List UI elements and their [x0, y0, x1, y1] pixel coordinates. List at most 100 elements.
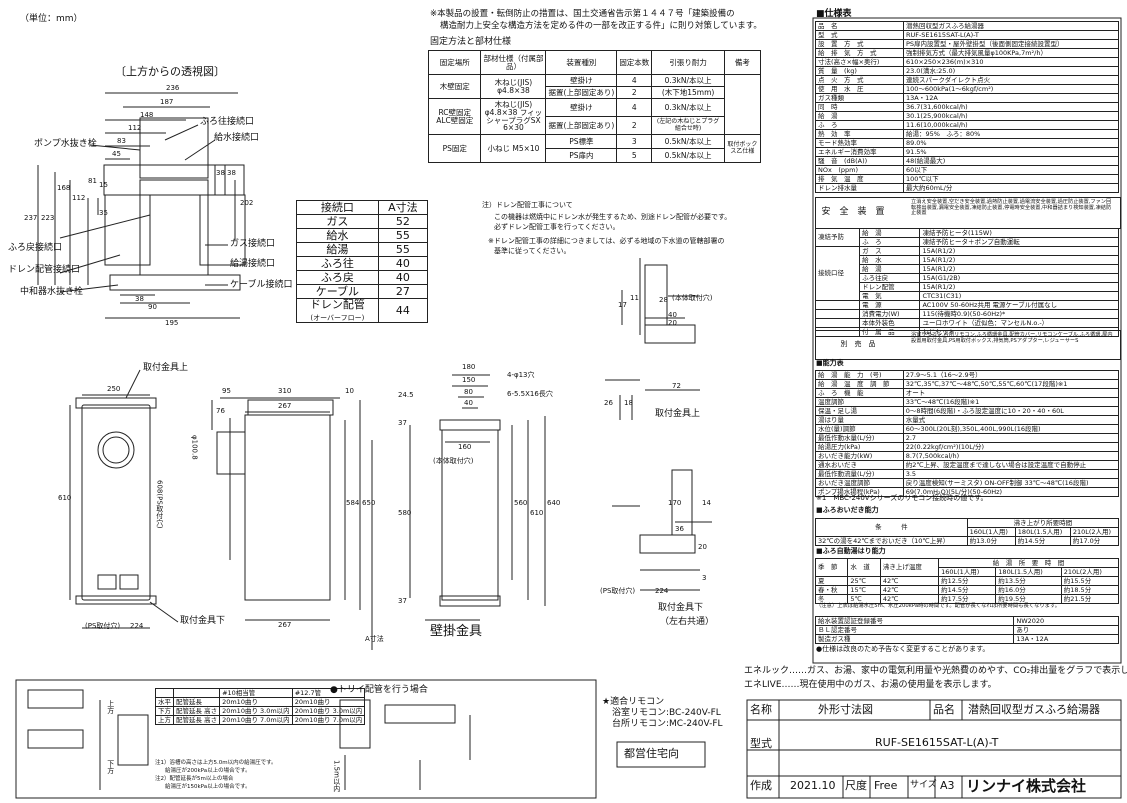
spec-cell: 騒 音 (dB(A))	[815, 156, 904, 166]
dim-112b: 112	[72, 194, 86, 202]
spec-row: 質 量 (kg)23.0(満水:25.0)	[815, 66, 1120, 76]
perf-title: ■能力表	[816, 359, 844, 367]
cert-cell: ＢＬ認定番号	[814, 625, 1015, 635]
spec2-row: 凍結予防給 湯凍結予防ヒータ(115W)	[814, 228, 1119, 247]
auto-cell: 約18.5分	[1060, 585, 1120, 595]
spec-cell: エネルギー消費効率	[815, 147, 904, 157]
spec-cell: 点 火 方 式	[815, 75, 904, 85]
perf-row: 通水おいだき約2℃上昇、設定温度まで達しない場合は設定温度で自動停止	[815, 460, 1120, 470]
auto-cell: 42℃	[879, 576, 940, 586]
safety-block: 安 全 装 置 立消え安全装置,空だき安全装置,過熱防止装置,過電流安全装置,過…	[815, 197, 1121, 229]
perf-footnote: ※1 MBC-240Vシリーズのリモコン接続時の値です。	[816, 494, 988, 502]
perf-cell: おいだき能力(kW)	[815, 451, 904, 461]
auto-cell: 約21.5分	[1060, 594, 1120, 604]
oidaki-sub-1: 160L(1人用)	[966, 527, 1016, 537]
drain-note-3: 必ずドレン配管工事を行ってください。	[494, 223, 620, 231]
perf-row: ポンプ揚水揚程(kPa)69(7.0mH₂O)(5L/分)(50-60Hz)	[815, 487, 1120, 497]
front-dim-ps-hole: 608(PS取付穴)	[155, 480, 164, 529]
safety-label: 安 全 装 置	[821, 207, 885, 217]
spec-cell: 23.0(満水:25.0)	[902, 66, 1120, 76]
spec-cell: 36.7(31,600kcal/h)	[902, 102, 1120, 112]
install-note-line1: ※本製品の設置・転倒防止の措置は、国土交通省告示第１４４７号「建築設備の	[430, 9, 735, 19]
auto-sub-2: 180L(1.5人用)	[995, 567, 1062, 577]
perf-row: おいだき温度調節戻り温度検知(サーミスタ) ON-OFF制御 33℃〜48℃(1…	[815, 478, 1120, 488]
fix-place-ps: PS固定	[427, 134, 482, 163]
spec-cell: 89.0%	[902, 138, 1120, 148]
fix-place-wood: 木壁固定	[427, 74, 482, 99]
auto-sub-3: 210L(2人用)	[1060, 567, 1120, 577]
detail-body-hole: (本体取付穴)	[672, 294, 713, 302]
spec-row: 寸法(高さ×幅×奥行)610×250×236(ｍ)×310	[815, 57, 1120, 67]
spec-cell: モード熱効率	[815, 138, 904, 148]
perf-cell: 給 湯 温 度 調 節	[815, 379, 904, 389]
dim-38a: 38	[216, 169, 225, 177]
conn-bath-out: ふろ往	[296, 256, 379, 271]
spec2-key: 電 源	[859, 300, 921, 310]
wb-dim-640: 640	[547, 499, 561, 507]
fix-force-1: 0.3kN/本以上	[651, 74, 725, 87]
spec-cell: 使 用 水 圧	[815, 84, 904, 94]
enelook-line1: エネルック……ガス、お湯、家中の電気利用量や光熱費のめやす、CO₂排出量をグラフ…	[744, 666, 1127, 676]
cert-cell: 製造ガス種	[814, 634, 1015, 644]
oidaki-row-2: 約14.5分	[1014, 536, 1071, 546]
perf-cell: 2.7	[902, 433, 1120, 443]
spec-cell: 熱 効 率	[815, 129, 904, 139]
oidaki-title: ■ふろおいだき能力	[816, 506, 879, 514]
fix-part-rc: 木ねじ(JIS) φ4.8×38 フィッシャープラグSX 6×30	[480, 98, 547, 135]
auto-cell: 春・秋	[814, 585, 849, 595]
detail-upper-label: 取付金具上	[655, 409, 701, 419]
tb-size: A3	[940, 779, 955, 792]
dim-45: 45	[112, 150, 121, 158]
remote-title: ★適合リモコン	[602, 697, 665, 707]
detail-dim-28: 28	[659, 296, 668, 304]
spec-cell: 潜熱回収型ガスふろ給湯器	[902, 21, 1120, 31]
fix-force-3: 0.3kN/本以上	[651, 98, 725, 117]
perf-row: 給 湯 能 力 (号)27.9〜5.1（16〜2.9号）	[815, 370, 1120, 380]
pipe-head: #10相当管#12.7管	[155, 688, 366, 698]
perf-cell: 給 湯 能 力 (号)	[815, 370, 904, 380]
perf-row: 湯はり量水量式	[815, 415, 1120, 425]
spec-row: ドレン排水量最大約60mL/分	[815, 183, 1120, 193]
tb-scale-label: 尺度	[845, 779, 867, 792]
wall-bracket-title: 壁掛金具	[430, 624, 483, 639]
spec-title: ■仕様表	[816, 9, 852, 19]
spec-row: 点 火 方 式連続スパークダイレクト点火	[815, 75, 1120, 85]
detail-dim-17: 17	[618, 301, 627, 309]
fix-force-5: 0.5kN/本以上	[651, 134, 725, 149]
tb-made: 2021.10	[790, 779, 836, 792]
spec2-row: 付 属 品ねじセット	[814, 327, 1119, 337]
wb-hole-note1: 4-φ13穴	[507, 371, 535, 379]
fix-count-2: 2	[616, 86, 653, 99]
conn-drain-a: 44	[377, 297, 429, 324]
fix-h-place: 固定場所	[427, 50, 482, 75]
unit-label: （単位：mm）	[20, 14, 83, 24]
pipe-h	[172, 688, 221, 698]
auto-cell: 約12.5分	[938, 576, 997, 586]
label-bath-back: ふろ戻接続口	[8, 243, 63, 253]
pipe-note-1: 注1）浴槽の高さは上方5.0m以内の給湯圧です。	[155, 760, 277, 766]
tb-model-label: 型式	[750, 737, 772, 750]
cert-row: ＢＬ認定番号あり	[814, 625, 1119, 635]
perf-row: おいだき能力(kW)8.7(7,500kcal/h)	[815, 451, 1120, 461]
detail-dim-26: 26	[604, 399, 613, 407]
conn-bath-back: ふろ戻	[296, 270, 379, 285]
conn-gas-a: 52	[377, 214, 429, 229]
dim-195: 195	[165, 319, 179, 327]
conn-bath-back-a: 40	[377, 270, 429, 285]
spec-cell: RUF-SE1615SAT-L(A)-T	[902, 30, 1120, 40]
usage-label: 都営住宅向	[624, 747, 679, 760]
dim-38b: 38	[227, 169, 236, 177]
perf-cell: おいだき温度調節	[815, 478, 904, 488]
